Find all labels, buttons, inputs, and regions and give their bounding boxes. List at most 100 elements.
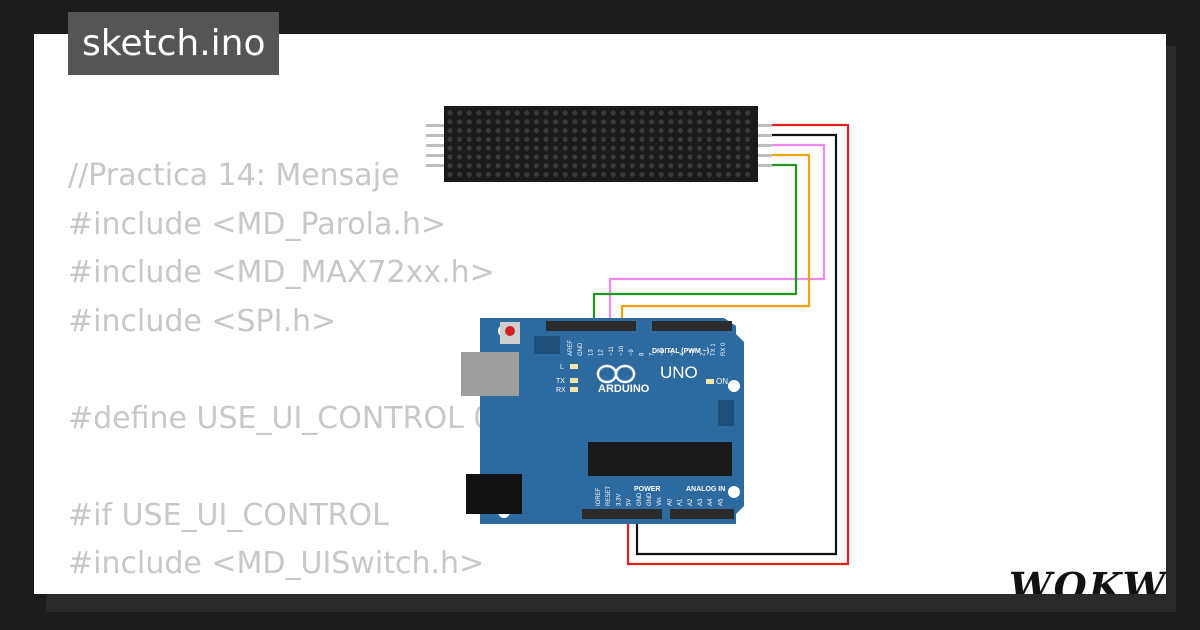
matrix-led bbox=[524, 119, 530, 125]
matrix-led bbox=[476, 154, 482, 160]
matrix-led bbox=[495, 110, 501, 116]
matrix-led bbox=[706, 110, 712, 116]
led-matrix[interactable] bbox=[426, 106, 772, 182]
matrix-led bbox=[601, 128, 607, 134]
matrix-led bbox=[629, 110, 636, 116]
pin-label: 4 bbox=[680, 352, 686, 356]
arduino-uno-board[interactable]: UNO ARDUINO ON L TX RX DIGITAL (PWM ~) P… bbox=[461, 318, 744, 524]
matrix-led bbox=[658, 172, 664, 178]
matrix-led bbox=[495, 145, 501, 151]
matrix-led bbox=[601, 163, 607, 169]
matrix-led bbox=[677, 154, 684, 160]
matrix-led bbox=[495, 136, 501, 142]
matrix-led bbox=[562, 128, 568, 134]
header-analog bbox=[670, 509, 734, 519]
matrix-led bbox=[610, 172, 616, 178]
matrix-led bbox=[706, 136, 712, 142]
code-line: //Practica 14: Mensaje bbox=[68, 158, 400, 193]
matrix-led bbox=[447, 145, 453, 151]
code-line: #include <SPI.h> bbox=[68, 303, 337, 339]
matrix-led bbox=[735, 145, 741, 151]
matrix-led bbox=[524, 154, 530, 160]
matrix-led bbox=[581, 163, 588, 169]
matrix-led bbox=[639, 163, 645, 169]
matrix-led bbox=[658, 119, 664, 125]
matrix-led bbox=[505, 163, 511, 169]
code-line: #define USE_UI_CONTROL 0 bbox=[68, 400, 493, 436]
wire-cs bbox=[620, 153, 811, 322]
matrix-led bbox=[629, 136, 636, 142]
matrix-led bbox=[601, 119, 607, 125]
matrix-led bbox=[543, 154, 549, 160]
matrix-led bbox=[745, 119, 751, 125]
matrix-led bbox=[553, 110, 559, 116]
matrix-led bbox=[677, 136, 684, 142]
matrix-led bbox=[476, 163, 482, 169]
pin-label: 7 bbox=[650, 352, 656, 356]
matrix-led bbox=[562, 163, 568, 169]
wokwi-logo: WOKWi bbox=[1009, 564, 1166, 594]
matrix-led bbox=[658, 110, 664, 116]
pin-label: ~3 bbox=[690, 348, 696, 356]
matrix-led bbox=[457, 172, 463, 178]
matrix-led bbox=[581, 110, 588, 116]
matrix-led bbox=[505, 128, 511, 134]
pin-label: 3.3V bbox=[616, 494, 622, 506]
pin-label: RESET bbox=[606, 486, 612, 506]
matrix-led bbox=[639, 128, 645, 134]
matrix-led bbox=[668, 172, 674, 178]
matrix-led bbox=[697, 163, 703, 169]
matrix-led bbox=[495, 119, 501, 125]
matrix-led bbox=[572, 110, 578, 116]
matrix-led bbox=[668, 110, 674, 116]
matrix-pins-left bbox=[426, 124, 444, 167]
matrix-led bbox=[591, 172, 597, 178]
matrix-dots bbox=[447, 110, 751, 178]
matrix-led bbox=[716, 172, 722, 178]
matrix-led bbox=[466, 145, 472, 151]
reset-button[interactable] bbox=[505, 326, 515, 336]
matrix-led bbox=[649, 128, 655, 134]
code-background: //Practica 14: Mensaje#include <MD_Parol… bbox=[68, 152, 495, 594]
matrix-led bbox=[466, 128, 472, 134]
matrix-led bbox=[562, 136, 568, 142]
matrix-led bbox=[466, 172, 472, 178]
matrix-led bbox=[476, 145, 482, 151]
matrix-led bbox=[485, 110, 491, 116]
matrix-led bbox=[572, 119, 578, 125]
matrix-led bbox=[505, 119, 511, 125]
matrix-led bbox=[514, 136, 520, 142]
matrix-led bbox=[543, 163, 549, 169]
matrix-led bbox=[649, 154, 655, 160]
matrix-led bbox=[735, 136, 741, 142]
wires bbox=[592, 123, 850, 566]
matrix-led bbox=[447, 163, 453, 169]
pin-label: 12 bbox=[599, 349, 605, 356]
pin-label: 13 bbox=[588, 349, 594, 356]
matrix-led bbox=[620, 163, 626, 169]
matrix-led bbox=[591, 128, 597, 134]
code-line: #if USE_UI_CONTROL bbox=[68, 497, 389, 533]
matrix-led bbox=[533, 163, 539, 169]
matrix-led bbox=[745, 154, 751, 160]
matrix-led bbox=[553, 136, 559, 142]
pin-label: 5V bbox=[627, 499, 633, 506]
matrix-led bbox=[639, 136, 645, 142]
matrix-led bbox=[533, 154, 539, 160]
matrix-led bbox=[447, 172, 453, 178]
matrix-led bbox=[553, 172, 559, 178]
matrix-led bbox=[610, 128, 616, 134]
matrix-led bbox=[687, 163, 693, 169]
matrix-led bbox=[658, 145, 664, 151]
matrix-led bbox=[457, 145, 463, 151]
matrix-led bbox=[687, 136, 693, 142]
matrix-led bbox=[610, 145, 616, 151]
matrix-led bbox=[687, 119, 693, 125]
on-label: ON bbox=[716, 377, 728, 386]
matrix-led bbox=[514, 154, 520, 160]
pin-label: A5 bbox=[718, 498, 724, 506]
matrix-led bbox=[668, 145, 674, 151]
matrix-led bbox=[658, 154, 664, 160]
header-digital-low bbox=[652, 321, 732, 331]
